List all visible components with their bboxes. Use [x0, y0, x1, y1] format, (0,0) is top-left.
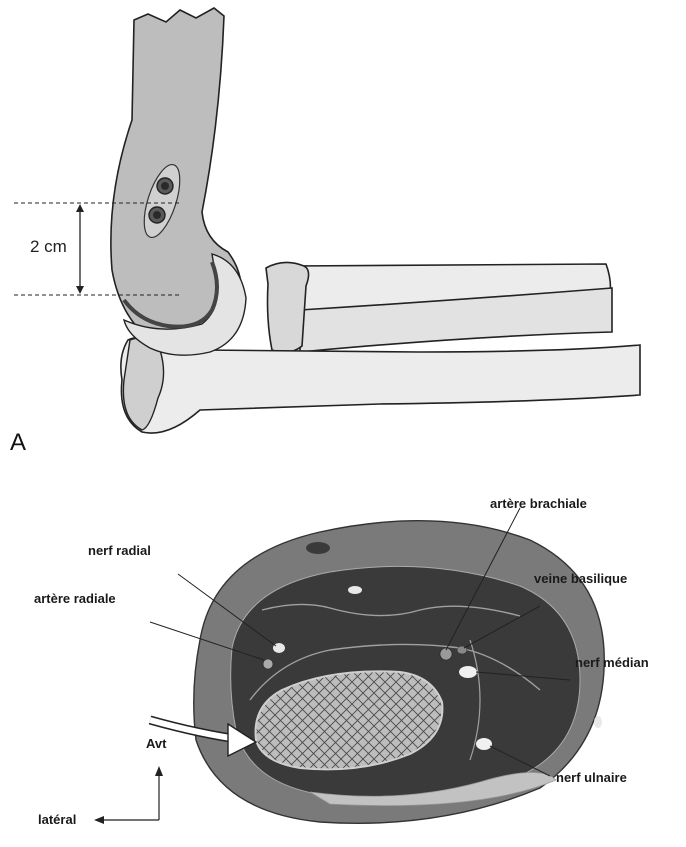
label-nerf-ulnaire: nerf ulnaire — [556, 770, 627, 785]
label-artere-brachiale: artère brachiale — [490, 496, 587, 511]
median-nerve — [459, 666, 477, 678]
measure-arrow-head-bottom — [76, 286, 84, 294]
radial-head — [266, 262, 309, 352]
screw-head-lower-inner — [153, 211, 161, 219]
label-artere-radiale: artère radiale — [34, 591, 116, 606]
small-vessel-right — [594, 716, 602, 728]
label-nerf-median: nerf médian — [575, 655, 649, 670]
ulnar-nerve — [476, 738, 492, 750]
screw-head-upper-inner — [161, 182, 169, 190]
panel-a-letter: A — [10, 429, 26, 456]
label-nerf-radial: nerf radial — [88, 543, 151, 558]
measure-label: 2 cm — [30, 237, 67, 256]
panel-a-elbow-drawing — [14, 8, 640, 433]
label-avt: Avt — [146, 736, 167, 751]
vessel-top-2 — [348, 586, 362, 594]
vessel-top-1 — [306, 542, 330, 554]
label-veine-basilique: veine basilique — [534, 571, 627, 586]
panel-b-cross-section — [94, 508, 604, 824]
radial-artery — [263, 659, 273, 669]
measure-arrow-head-top — [76, 204, 84, 212]
axis-lateral-head — [94, 816, 104, 824]
axis-anterior-head — [155, 766, 163, 776]
label-lateral: latéral — [38, 812, 76, 827]
